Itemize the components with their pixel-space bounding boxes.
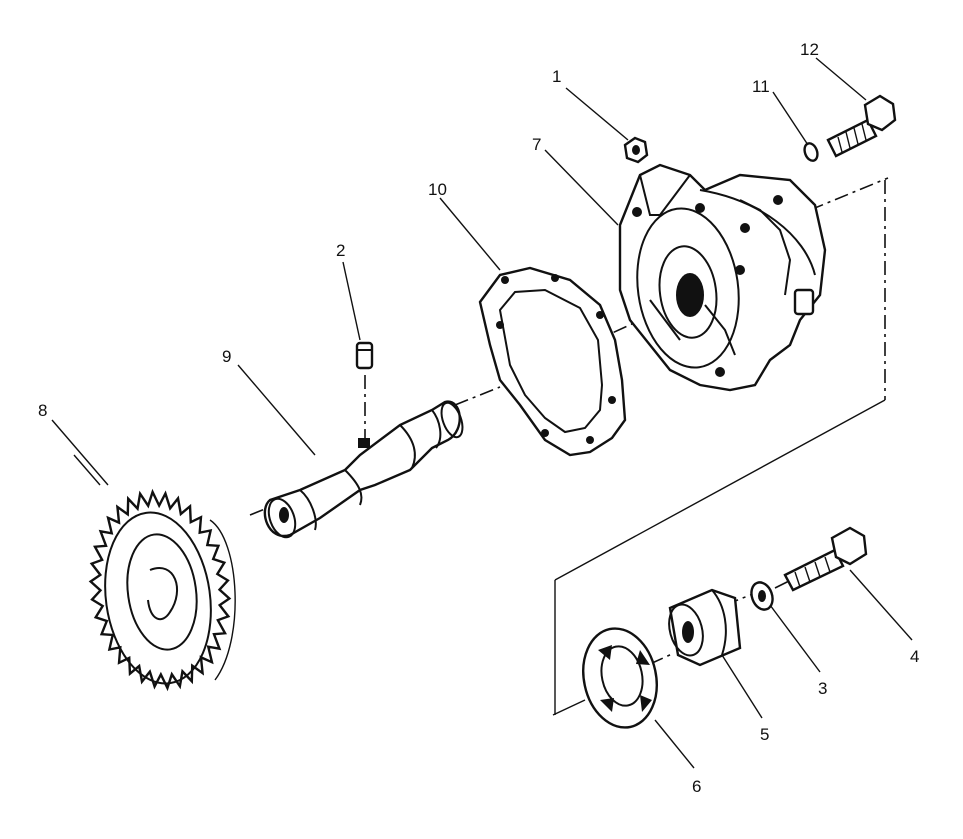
- part-5-bushing: [668, 588, 742, 667]
- callout-9: 9: [222, 347, 231, 366]
- part-12-bolt: [826, 94, 897, 158]
- callout-11: 11: [752, 77, 770, 96]
- callout-10: 10: [428, 180, 447, 199]
- callout-4: 4: [910, 647, 919, 666]
- callout-8: 8: [38, 401, 47, 420]
- part-8-gear: [88, 488, 236, 692]
- part-7-housing: [618, 163, 827, 392]
- callout-6: 6: [692, 777, 701, 796]
- callout-3: 3: [818, 679, 827, 698]
- part-11-washer: [803, 142, 819, 162]
- part-9-shaft: [263, 400, 464, 539]
- leader-lines: [51, 57, 913, 769]
- callout-labels: 1 2 3 4 5 6 7 8 9 10 11 12: [38, 40, 919, 796]
- callout-5: 5: [760, 725, 769, 744]
- center-lines: [249, 177, 889, 716]
- part-3-washer: [750, 581, 774, 611]
- part-6-rotor: [582, 627, 658, 729]
- part-2-pin: [355, 341, 374, 370]
- callout-1: 1: [552, 67, 561, 86]
- part-10-gasket: [478, 266, 627, 457]
- callout-12: 12: [800, 40, 819, 59]
- part-1-nut: [623, 136, 649, 164]
- part-4-bolt: [783, 526, 868, 592]
- callout-2: 2: [336, 241, 345, 260]
- callout-7: 7: [532, 135, 541, 154]
